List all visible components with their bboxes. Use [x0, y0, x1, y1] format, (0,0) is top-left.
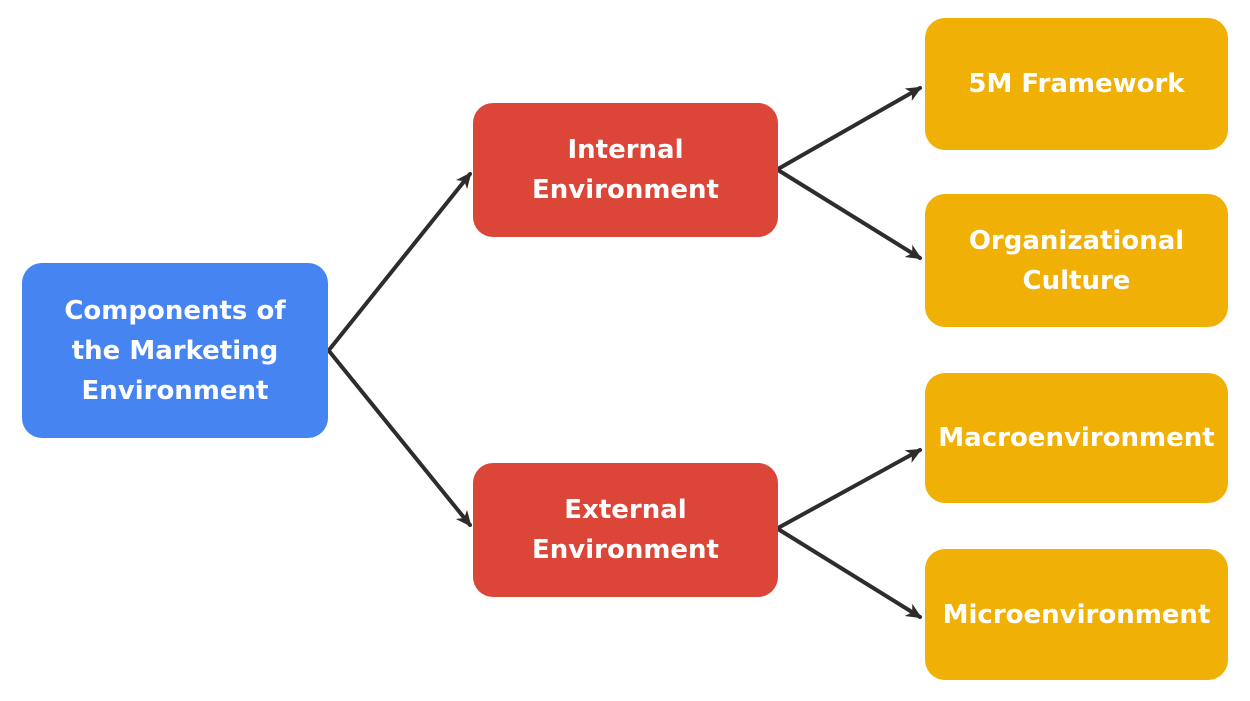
edge-root-internal — [327, 172, 472, 352]
node-internal-environment-label: Internal Environment — [532, 135, 719, 205]
node-organizational-culture-label: Organizational Culture — [968, 225, 1185, 296]
node-macroenvironment-label: Macroenvironment — [938, 423, 1215, 453]
node-microenvironment-label: Microenvironment — [942, 599, 1211, 630]
node-microenvironment: Microenvironment — [925, 549, 1228, 680]
node-5m-framework-label: 5M Framework — [968, 69, 1185, 99]
node-components-of-marketing-environment-label: Components of the Marketing Environment — [64, 295, 286, 406]
node-external-environment-label: External Environment — [532, 495, 719, 565]
edge-internal-5m-framework — [776, 86, 923, 171]
node-macroenvironment: Macroenvironment — [925, 373, 1228, 503]
edge-internal-organizational-culture — [776, 168, 923, 260]
node-5m-framework: 5M Framework — [925, 18, 1228, 150]
node-organizational-culture: Organizational Culture — [925, 194, 1228, 327]
node-internal-environment: Internal Environment — [473, 103, 778, 237]
edge-external-macroenvironment — [776, 448, 923, 530]
node-external-environment: External Environment — [473, 463, 778, 597]
edge-root-external — [327, 349, 472, 527]
edge-external-microenvironment — [776, 527, 923, 619]
node-components-of-marketing-environment: Components of the Marketing Environment — [22, 263, 328, 438]
